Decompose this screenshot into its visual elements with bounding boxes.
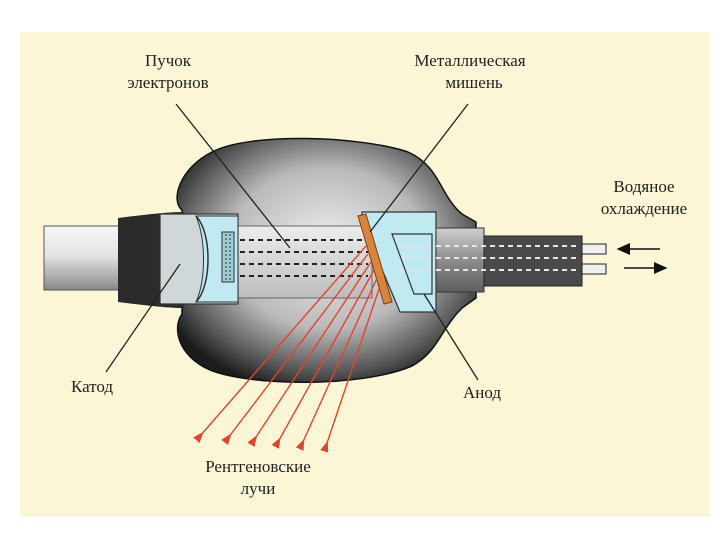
cathode-cup [195, 215, 209, 303]
label-cathode: Катод [71, 377, 113, 396]
label-water-cooling-1: Водяное [613, 177, 674, 196]
beam-leader [175, 103, 291, 249]
label-electron-beam-1: Пучок [145, 51, 192, 70]
target-leader [369, 103, 469, 233]
anode-leader [423, 293, 479, 381]
label-water-cooling-2: охлаждение [601, 199, 687, 218]
cathode-leader [105, 263, 181, 373]
cooling-pipe [483, 235, 583, 287]
anode-stem [435, 227, 485, 293]
label-metal-target-2: мишень [445, 73, 503, 92]
label-x-rays-1: Рентгеновские [205, 457, 311, 476]
cooling-pipe-dashes [400, 245, 580, 271]
water-outlet [581, 263, 607, 275]
beam-tube [231, 225, 373, 299]
electron-beam [240, 239, 368, 277]
water-inlet [581, 243, 607, 255]
anode-cup [391, 233, 433, 295]
label-electron-beam-2: электронов [127, 73, 208, 92]
cathode-filament [221, 231, 235, 283]
leader-lines [105, 103, 479, 381]
label-anode: Анод [463, 383, 501, 402]
water-arrows [616, 243, 668, 274]
metal-target [357, 213, 393, 305]
label-metal-target-1: Металлическая [414, 51, 525, 70]
label-x-rays-2: лучи [241, 479, 276, 498]
x-rays [193, 245, 381, 453]
